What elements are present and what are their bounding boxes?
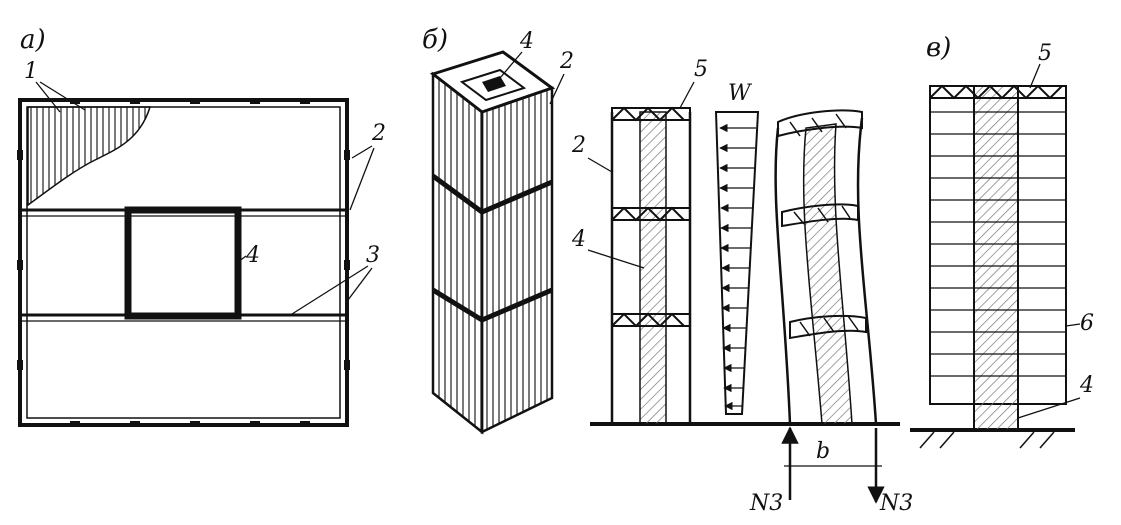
callout-2a: 2	[371, 121, 386, 146]
tube-face-left	[431, 71, 484, 435]
panel-a-label: a)	[20, 25, 46, 55]
reaction-left-label: N3	[749, 491, 783, 516]
callout-5b: 5	[1038, 41, 1052, 66]
callout-2b: 2	[559, 49, 574, 74]
panel-a-plan: a) 1 2 4	[17, 25, 386, 427]
callout-4d: 4	[1079, 373, 1094, 398]
callout-2c: 2	[571, 133, 586, 158]
callout-1: 1	[24, 59, 38, 84]
perimeter-columns	[17, 98, 350, 427]
tube-belt-1	[431, 173, 553, 215]
outrigger-trusses	[611, 106, 691, 328]
wind-load-diagram	[714, 111, 760, 415]
outer-wall-inner-line	[26, 106, 341, 419]
callout-3: 3	[366, 243, 380, 268]
tube-face-right	[480, 86, 554, 434]
panel-b-label: б)	[422, 25, 448, 55]
core-c	[973, 85, 1019, 431]
panel-b-tube-3d: б) 4 2	[422, 25, 574, 435]
callout-4a: 4	[245, 243, 260, 268]
floor-lines	[930, 111, 1066, 377]
reaction-right-label: N3	[879, 491, 913, 516]
callout-4c: 4	[571, 227, 586, 252]
panel-c-label: в)	[926, 33, 951, 63]
panel-elevation-wind: 2 4 5 W	[571, 57, 913, 516]
core-shaft	[124, 206, 242, 320]
panel-c-elevation: в) 5 6 4	[910, 33, 1094, 449]
base-symbol: b	[816, 439, 830, 464]
roof-core	[459, 68, 527, 102]
tube-belt-2	[431, 287, 553, 323]
wind-load-symbol: W	[728, 81, 753, 106]
deformed-frame	[774, 109, 878, 425]
slab-fragment	[27, 106, 152, 207]
callout-6: 6	[1080, 311, 1094, 336]
callout-5a: 5	[694, 57, 708, 82]
callout-4b: 4	[519, 29, 534, 54]
wind-arrows	[719, 123, 756, 411]
top-truss-c	[929, 84, 1067, 100]
deformed-core	[802, 123, 853, 425]
